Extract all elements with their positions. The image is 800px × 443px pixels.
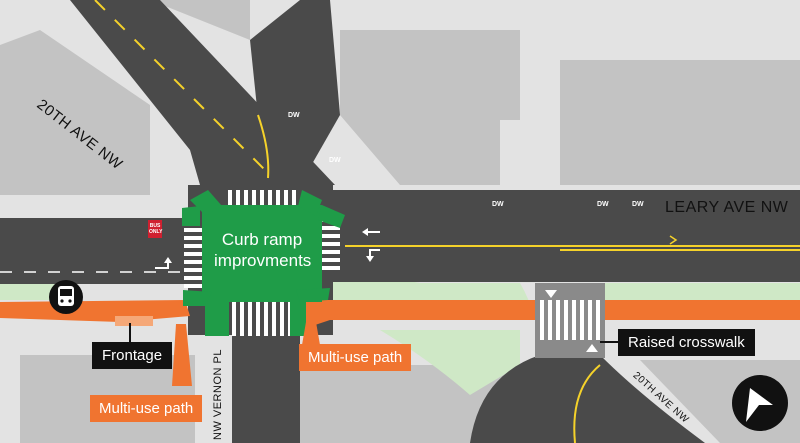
curb-ramp-callout-bg bbox=[202, 205, 322, 302]
driveway bbox=[478, 190, 518, 212]
bus-lane-marking bbox=[148, 220, 162, 238]
arrow-east-2 bbox=[369, 249, 380, 258]
multi-use-path-center-pointer bbox=[302, 322, 320, 345]
multi-use-path-far-east bbox=[605, 300, 800, 320]
turn-arrow-west bbox=[155, 262, 169, 269]
building-northeast bbox=[340, 30, 520, 185]
street-label-nw-vernon-pl: NW VERNON PL bbox=[212, 349, 224, 440]
bus-icon bbox=[49, 280, 83, 314]
driveway bbox=[625, 190, 649, 212]
landscape-strip-south bbox=[380, 330, 520, 395]
curb-ramp-ne2 bbox=[318, 205, 345, 228]
centerline-20th-south bbox=[573, 364, 601, 443]
building-northwest bbox=[0, 30, 150, 195]
curb-ramp-label: Curb ramp improvments bbox=[214, 229, 312, 271]
driveway bbox=[590, 190, 614, 212]
multi-use-path-center-callout: Multi-use path bbox=[299, 344, 412, 371]
driveway-label: DW bbox=[632, 201, 644, 208]
centerline-curve bbox=[257, 114, 270, 179]
crosswalk-raised bbox=[540, 300, 600, 340]
curb-ramp-s1 bbox=[205, 302, 229, 336]
curb-ramp-sw bbox=[183, 290, 212, 306]
driveway-label: DW bbox=[492, 201, 504, 208]
turn-arrow-west-head bbox=[164, 257, 172, 263]
multi-use-path-east bbox=[330, 300, 535, 320]
frontage-zone bbox=[115, 316, 153, 326]
chevron-marking bbox=[669, 235, 678, 245]
road-vernon bbox=[232, 330, 300, 443]
driveway-label: DW bbox=[597, 201, 609, 208]
driveway-label: DW bbox=[288, 112, 300, 119]
road-leary bbox=[330, 190, 800, 282]
centerline-20th bbox=[94, 0, 271, 176]
curb-ramp-ne bbox=[298, 190, 322, 216]
street-label-leary-ave: LEARY AVE NW bbox=[665, 199, 789, 216]
raised-crosswalk-callout: Raised crosswalk bbox=[618, 329, 755, 356]
landscape-strip-west bbox=[0, 283, 60, 300]
bus-only-marking: BUS ONLY bbox=[149, 223, 163, 235]
arrow-east-2-head bbox=[366, 256, 374, 262]
building-east bbox=[560, 60, 800, 185]
curb-ramp-label-line2: improvments bbox=[214, 251, 312, 270]
arrow-east-1-head bbox=[362, 228, 368, 236]
crosswalk-north bbox=[228, 190, 296, 212]
road-spur bbox=[250, 0, 340, 185]
multi-use-path-left-pointer bbox=[172, 324, 192, 386]
curb-ramp-w bbox=[182, 206, 200, 226]
frontage-callout: Frontage bbox=[92, 342, 173, 369]
road-20th-south bbox=[470, 355, 705, 443]
raised-crosswalk-pad bbox=[535, 283, 605, 358]
sharks-teeth-south bbox=[586, 344, 598, 352]
north-arrow-icon bbox=[732, 375, 788, 431]
curb-ramp-se bbox=[296, 288, 330, 302]
curb-ramp-label-line1: Curb ramp bbox=[221, 230, 303, 249]
multi-use-path-left-callout: Multi-use path bbox=[90, 395, 203, 422]
crosswalk-west bbox=[184, 228, 206, 288]
driveway-label: DW bbox=[329, 157, 341, 164]
building-north bbox=[150, 0, 250, 40]
curb-ramp-nw bbox=[190, 190, 222, 216]
curb-ramp-s2 bbox=[290, 302, 306, 336]
sharks-teeth-north bbox=[545, 290, 557, 298]
